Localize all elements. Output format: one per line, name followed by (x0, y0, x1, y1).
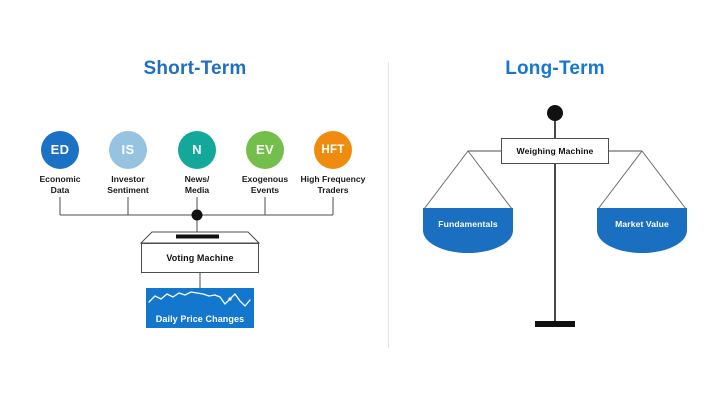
pan-right-hanger (597, 150, 687, 210)
pan-left-hanger (423, 150, 513, 210)
scale-pan-market-value[interactable]: Market Value (597, 208, 687, 253)
voting-machine-label: Voting Machine (166, 253, 234, 263)
voting-machine-top-face (139, 231, 261, 244)
driver-badge-is: IS (109, 131, 147, 169)
panel-title-long-term: Long-Term (505, 58, 605, 79)
daily-price-changes-card[interactable]: Daily Price Changes (146, 288, 254, 328)
driver-node-news-media[interactable]: N News/ Media (154, 131, 240, 196)
driver-label-news-media: News/ Media (184, 174, 210, 195)
daily-price-changes-label: Daily Price Changes (155, 314, 245, 324)
driver-label-economic-data: Economic Data (39, 174, 81, 195)
scale-base (535, 321, 575, 327)
driver-badge-hft: HFT (314, 131, 352, 169)
driver-badge-ed: ED (41, 131, 79, 169)
driver-bus-lines (59, 197, 334, 243)
scale-pan-label-fundamentals: Fundamentals (438, 219, 498, 229)
weighing-machine-label: Weighing Machine (516, 146, 594, 156)
bus-junction-dot (191, 209, 203, 221)
driver-node-economic-data[interactable]: ED Economic Data (17, 131, 103, 196)
driver-label-investor-sentiment: Investor Sentiment (107, 174, 149, 195)
panel-title-short-term: Short-Term (143, 58, 247, 79)
driver-badge-n: N (178, 131, 216, 169)
panel-divider (388, 62, 389, 348)
scale-pivot-knob (547, 105, 563, 121)
driver-label-high-frequency-traders: High Frequency Traders (300, 174, 366, 195)
driver-node-investor-sentiment[interactable]: IS Investor Sentiment (85, 131, 171, 196)
driver-label-exogenous-events: Exogenous Events (241, 174, 289, 195)
scale-pan-label-market-value: Market Value (615, 219, 669, 229)
price-sparkline (148, 291, 251, 307)
scale-pan-fundamentals[interactable]: Fundamentals (423, 208, 513, 253)
voting-machine-box[interactable]: Voting Machine (141, 243, 259, 273)
ballot-slot (176, 234, 219, 239)
voting-machine-lid (139, 231, 261, 244)
driver-badge-ev: EV (246, 131, 284, 169)
driver-node-exogenous-events[interactable]: EV Exogenous Events (222, 131, 308, 196)
sparkline-marker (228, 297, 232, 301)
weighing-machine-box[interactable]: Weighing Machine (501, 138, 609, 164)
driver-node-high-frequency-traders[interactable]: HFT High Frequency Traders (290, 131, 376, 196)
